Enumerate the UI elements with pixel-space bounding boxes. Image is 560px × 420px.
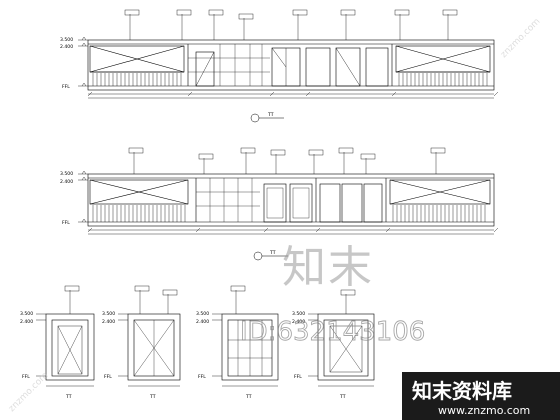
- level-label-3500-1: 3.500: [60, 37, 73, 43]
- small-elevation-c: [212, 285, 279, 387]
- small-elevation-d: [308, 289, 375, 387]
- level-label-3500-d: 3.500: [292, 311, 305, 317]
- callouts-1: [124, 9, 458, 40]
- elevation-1: [78, 9, 499, 99]
- door-2b: [289, 183, 313, 223]
- door-2d: [341, 183, 363, 223]
- level-label-3500-b: 3.500: [102, 311, 115, 317]
- level-label-ffl-d: FFL: [294, 374, 302, 380]
- door-2e: [363, 183, 383, 223]
- level-label-3500-2: 3.500: [60, 171, 73, 177]
- watermark-id: ID:632143106: [240, 317, 425, 347]
- level-label-2400-d: 2.400: [292, 319, 305, 325]
- level-label-ffl-a: FFL: [22, 374, 30, 380]
- door-1d: [335, 47, 361, 87]
- small-elevation-a: [36, 285, 95, 387]
- level-label-2400-2: 2.400: [60, 179, 73, 185]
- balustrade-left-2: [92, 205, 186, 222]
- watermark-brand: 知末: [282, 242, 374, 293]
- corner-brand-url: www.znzmo.com: [438, 404, 530, 417]
- door-1c: [305, 47, 331, 87]
- level-label-2400-c: 2.400: [196, 319, 209, 325]
- caption-2: TT: [269, 250, 276, 256]
- balustrade-left-1: [92, 73, 182, 86]
- level-label-2400-b: 2.400: [102, 319, 115, 325]
- level-label-ffl-b: FFL: [104, 374, 112, 380]
- level-label-ffl-1: FFL: [62, 84, 70, 90]
- level-label-ffl-c: FFL: [198, 374, 206, 380]
- dim-ticks-1: [87, 91, 499, 97]
- section-marker-1: [250, 113, 284, 123]
- elevation-2: [78, 147, 499, 235]
- dim-ticks-2: [87, 227, 499, 233]
- corner-brand-badge: 知末资料库 www.znzmo.com: [402, 372, 560, 420]
- caption-c: TT: [245, 394, 252, 400]
- caption-b: TT: [149, 394, 156, 400]
- callouts-2: [128, 147, 446, 174]
- wall-grid-2: [196, 178, 260, 222]
- small-elevation-b: [118, 285, 181, 387]
- section-marker-2: [253, 251, 288, 261]
- wall-grid-1: [188, 44, 270, 86]
- balustrade-right-2: [392, 205, 486, 222]
- level-label-3500-c: 3.500: [196, 311, 209, 317]
- level-label-3500-a: 3.500: [20, 311, 33, 317]
- door-1e: [365, 47, 389, 87]
- door-2c: [319, 183, 341, 223]
- level-markers-2: [78, 170, 88, 223]
- caption-1: TT: [267, 112, 274, 118]
- corner-brand-name: 知末资料库: [412, 379, 512, 403]
- door-1a: [195, 51, 215, 87]
- level-label-ffl-2: FFL: [62, 220, 70, 226]
- caption-a: TT: [65, 394, 72, 400]
- level-markers-1: [78, 36, 88, 87]
- level-label-2400-1: 2.400: [60, 44, 73, 50]
- level-label-2400-a: 2.400: [20, 319, 33, 325]
- door-2a: [263, 183, 287, 223]
- caption-d: TT: [339, 394, 346, 400]
- balustrade-right-1: [398, 73, 488, 86]
